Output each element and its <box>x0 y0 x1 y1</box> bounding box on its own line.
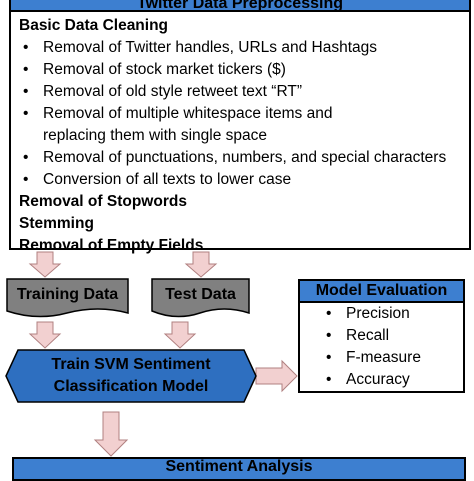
arrow-to-training-data <box>28 251 62 278</box>
metric-f-measure: F-measure <box>322 347 462 369</box>
test-data-shape <box>151 278 250 318</box>
bullet-item: Removal of multiple whitespace items and <box>19 103 469 125</box>
training-data-label: Training Data <box>16 286 119 303</box>
bullet-continuation: replacing them with single space <box>43 127 268 144</box>
evaluation-box: Model Evaluation Precision Recall F-meas… <box>298 279 465 393</box>
sentiment-analysis-box: Sentiment Analysis <box>12 457 466 481</box>
arrow-to-test-data <box>184 251 218 278</box>
preprocessing-content: Basic Data Cleaning Removal of Twitter h… <box>19 15 469 257</box>
training-data-shape <box>6 278 129 318</box>
evaluation-title: Model Evaluation <box>298 279 465 303</box>
train-model-label: Train SVM Sentiment Classification Model <box>18 352 244 400</box>
metric-accuracy: Accuracy <box>322 369 462 391</box>
step-empty-fields: Removal of Empty Fields <box>19 237 204 254</box>
bullet-item: Removal of stock market tickers ($) <box>19 59 469 81</box>
bullet-item: Removal of punctuations, numbers, and sp… <box>19 147 469 169</box>
arrow-test-to-model <box>163 321 197 349</box>
step-stopwords: Removal of Stopwords <box>19 193 187 210</box>
preprocessing-title: Twitter Data Preprocessing <box>9 0 471 12</box>
arrow-model-to-evaluation <box>255 359 298 393</box>
bullet-item: Removal of Twitter handles, URLs and Has… <box>19 37 469 59</box>
preprocessing-box: Twitter Data Preprocessing Basic Data Cl… <box>9 0 471 254</box>
arrow-model-to-sentiment <box>93 411 129 457</box>
section-title: Basic Data Cleaning <box>19 17 169 34</box>
bullet-item: Removal of old style retweet text “RT” <box>19 81 469 103</box>
train-model-line1: Train SVM Sentiment <box>51 356 211 373</box>
bullet-item: Conversion of all texts to lower case <box>19 169 469 191</box>
test-data-label: Test Data <box>165 286 236 303</box>
train-model-line2: Classification Model <box>53 378 209 395</box>
metric-precision: Precision <box>322 303 462 325</box>
metric-recall: Recall <box>322 325 462 347</box>
arrow-training-to-model <box>28 321 62 349</box>
step-stemming: Stemming <box>19 215 94 232</box>
train-model-hexagon <box>5 349 257 403</box>
evaluation-list: Precision Recall F-measure Accuracy <box>322 303 462 391</box>
